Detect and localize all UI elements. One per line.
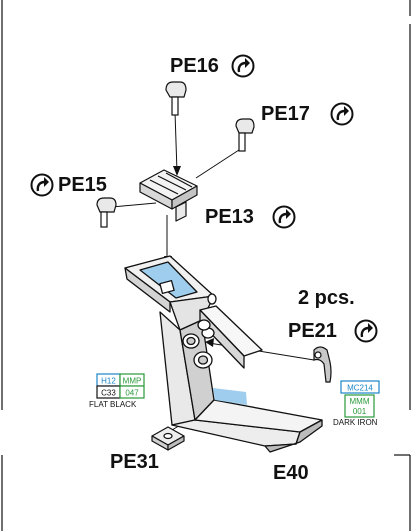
label-pe16: PE16 — [170, 55, 219, 77]
paint-code-c33: C33 — [101, 389, 116, 398]
e40-part — [124, 255, 323, 453]
label-pe21: PE21 — [288, 320, 337, 342]
paint-name-right: DARK IRON — [333, 418, 378, 427]
pe17-bend-icon — [330, 102, 354, 126]
label-pe31: PE31 — [110, 451, 159, 473]
paint-code-047: 047 — [125, 389, 139, 398]
quantity-note: 2 pcs. — [298, 287, 355, 309]
paint-code-mmm: MMM — [350, 397, 370, 406]
pe13-bend-icon — [272, 205, 296, 229]
paint-code-mc214: MC214 — [347, 384, 373, 393]
pe15-bend-icon — [30, 173, 54, 197]
paint-name-left: FLAT BLACK — [89, 400, 137, 409]
paint-chip-left: H12 MMP C33 047 — [96, 373, 145, 399]
pe21-bend-icon — [354, 319, 378, 343]
pe17-part — [235, 118, 255, 152]
pe21-part — [313, 346, 332, 383]
label-pe15: PE15 — [58, 174, 107, 196]
pe16-bend-icon — [231, 54, 255, 78]
pe16-part — [165, 81, 187, 116]
pe31-part — [151, 426, 185, 451]
paint-code-h12: H12 — [101, 377, 116, 386]
label-pe13: PE13 — [205, 206, 254, 228]
pe15-part — [96, 197, 117, 228]
paint-code-mmp: MMP — [123, 377, 142, 386]
pe13-part — [139, 169, 198, 222]
paint-code-001: 001 — [353, 407, 367, 416]
label-pe17: PE17 — [261, 103, 310, 125]
label-e40: E40 — [273, 462, 309, 484]
paint-chip-right: MC214 MMM 001 — [340, 380, 380, 418]
